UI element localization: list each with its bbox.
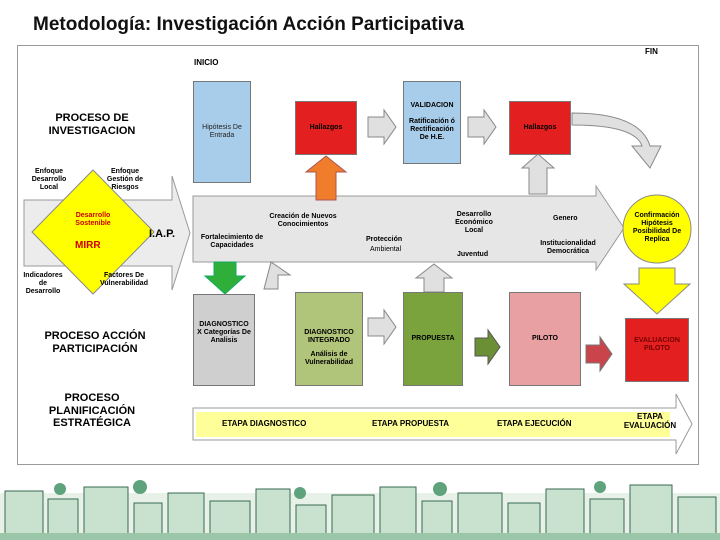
indicadores-label: Indicadores de Desarrollo <box>23 272 63 296</box>
diagnostico-box: DIAGNOSTICO X Categorías De Analisis <box>193 294 255 386</box>
factores-label: Factores De Vulnerabilidad <box>100 272 148 288</box>
desarrollo-sostenible-label: Desarrollo Sostenible <box>75 212 111 228</box>
diagnostico-integrado-label: DIAGNOSTICO INTEGRADO <box>304 329 354 345</box>
enfoque-riesgos-label: Enfoque Gestión de Riesgos <box>106 168 144 192</box>
institucionalidad-label: Institucionalidad Democrática <box>540 240 596 256</box>
middle-band-arrow <box>192 184 625 272</box>
proceso-investigacion-label: PROCESO DE INVESTIGACION <box>48 112 136 137</box>
iap-label: I.A.P. <box>149 228 176 240</box>
ambiental-label: Ambiental <box>370 246 402 253</box>
evaluacion-box: EVALUACION PILOTO <box>625 318 689 382</box>
hallazgos-label-1: Hallazgos <box>309 123 343 131</box>
piloto-label: PILOTO <box>532 335 558 342</box>
creacion-label: Creación de Nuevos Conocimientos <box>269 213 337 229</box>
genero-label: Genero <box>553 215 578 222</box>
stage-propuesta: ETAPA PROPUESTA <box>372 419 450 428</box>
arrow-top-1 <box>367 108 397 146</box>
diagnostico-label: DIAGNOSTICO X Categorías De Analisis <box>197 321 251 345</box>
stage-ejecucion: ETAPA EJECUCIÓN <box>497 419 572 428</box>
hallazgos-box-1: Hallazgos <box>295 101 357 155</box>
analisis-label: Análisis de Vulnerabilidad <box>305 351 353 367</box>
city-skyline-illustration <box>0 480 720 540</box>
proteccion-label: Protección <box>366 236 403 243</box>
diagnostico-integrado-box: DIAGNOSTICO INTEGRADO Análisis de Vulner… <box>295 292 363 386</box>
proceso-accion-label: PROCESO ACCIÓN PARTICIPACIÓN <box>44 330 146 355</box>
piloto-box: PILOTO <box>509 292 581 386</box>
green-down-arrow <box>203 261 247 295</box>
arrow-bottom-2 <box>474 328 501 366</box>
validacion-box: VALIDACION Ratificación ó Rectificación … <box>403 81 461 164</box>
arrow-bottom-1 <box>367 308 397 346</box>
hallazgos-label-2: Hallazgos <box>523 123 557 131</box>
confirmation-oval <box>622 194 692 264</box>
enfoque-desarrollo-label: Enfoque Desarrollo Local <box>31 168 67 192</box>
yellow-down-arrow <box>622 267 692 315</box>
proceso-planificacion-label: PROCESO PLANIFICACIÓN ESTRATÉGICA <box>48 392 136 430</box>
juventud-label: Juventud <box>457 251 489 258</box>
hipotesis-box: Hipótesis De Entrada <box>193 81 251 183</box>
stage-band <box>196 412 670 437</box>
mirr-diamond <box>31 169 155 295</box>
validacion-title: VALIDACION <box>410 102 454 109</box>
propuesta-label: PROPUESTA <box>411 335 455 342</box>
stage-evaluacion: ETAPA EVALUACIÓN <box>623 412 677 431</box>
arrow-up-1 <box>520 153 556 195</box>
mirr-label: MIRR <box>75 240 101 251</box>
arrow-top-2 <box>467 108 497 146</box>
propuesta-box: PROPUESTA <box>403 292 463 386</box>
confirmacion-label: Confirmación Hipótesis Posibilidad De Re… <box>632 212 682 244</box>
inicio-label: INICIO <box>194 58 219 67</box>
evaluacion-label: EVALUACION PILOTO <box>634 337 680 353</box>
arrow-bottom-3 <box>585 335 613 373</box>
hipotesis-label: Hipótesis De Entrada <box>202 123 242 139</box>
fortalecimiento-label: Fortalecimiento de Capacidades <box>200 234 264 250</box>
hallazgos-box-2: Hallazgos <box>509 101 571 155</box>
page-title: Metodología: Investigación Acción Partic… <box>33 14 465 35</box>
grey-down-arrow <box>263 261 292 290</box>
arrow-to-confirm <box>571 112 662 169</box>
validacion-body: Ratificación ó Rectificación De H.E. <box>409 118 455 142</box>
orange-up-arrow <box>304 155 348 201</box>
arrow-up-propuesta <box>414 263 454 293</box>
fin-label: FIN <box>645 47 658 56</box>
stage-diagnostico: ETAPA DIAGNOSTICO <box>222 419 307 428</box>
desarrollo-economico-label: Desarrollo Económico Local <box>455 211 493 235</box>
